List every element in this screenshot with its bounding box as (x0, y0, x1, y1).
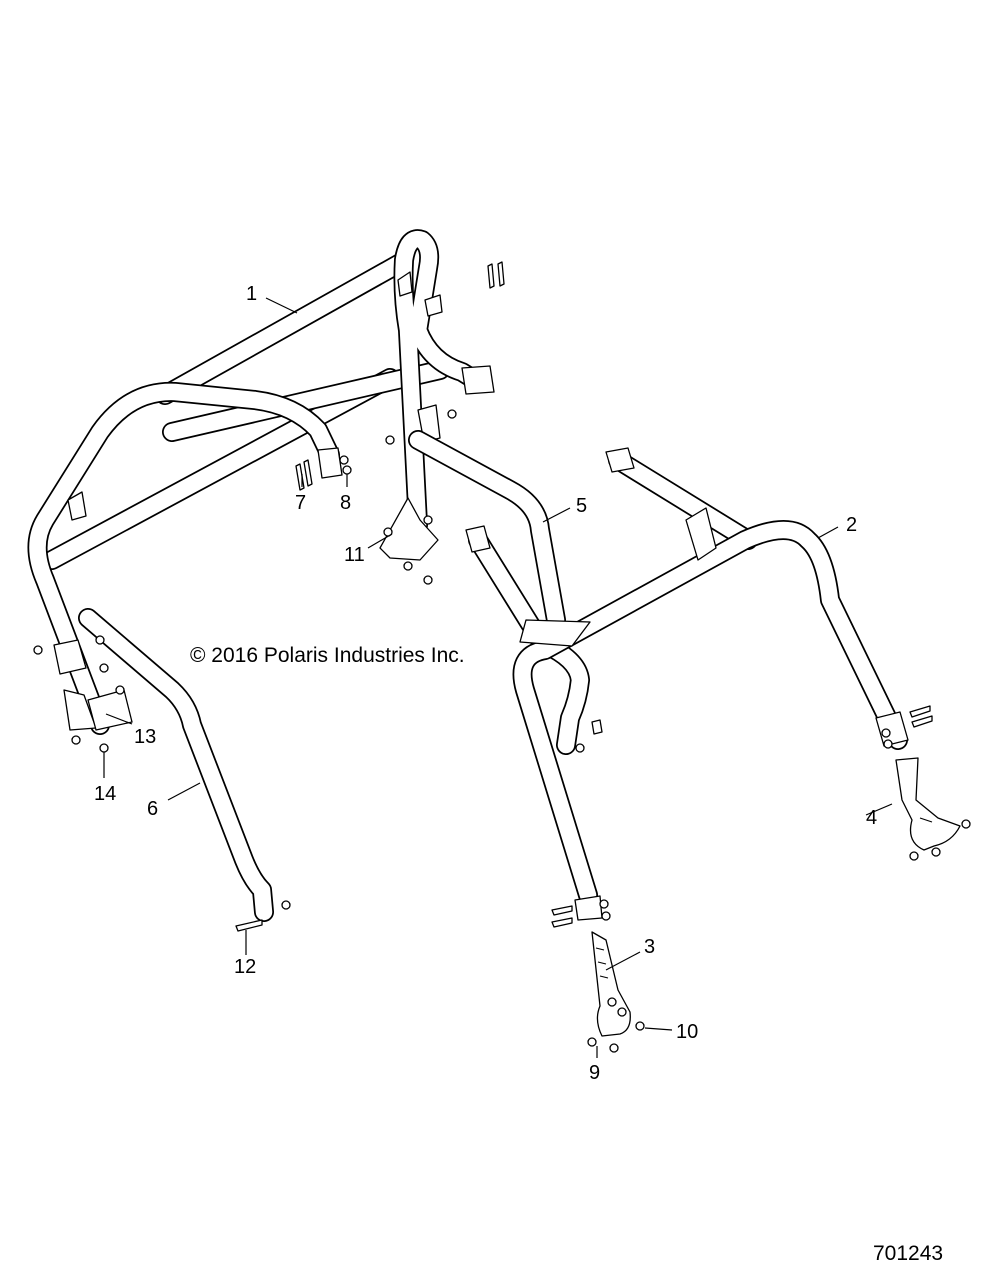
callout-7: 7 (295, 492, 306, 514)
part-3-mount-bracket (591, 931, 631, 1037)
callout-5: 5 (576, 495, 587, 517)
hardware-group (33, 261, 971, 1053)
callout-3: 3 (644, 936, 655, 958)
leader-lines (103, 297, 893, 1058)
part-1-front-cage (27, 229, 495, 735)
copyright-notice: © 2016 Polaris Industries Inc. (190, 644, 465, 667)
callout-13: 13 (134, 726, 156, 748)
callout-1: 1 (246, 283, 257, 305)
callout-labels: 1 2 3 4 5 6 7 8 9 10 11 12 13 14 (94, 283, 877, 1084)
part-4-mount-bracket (895, 757, 961, 851)
callout-11: 11 (344, 544, 365, 566)
callout-8: 8 (340, 492, 351, 514)
callout-2: 2 (846, 514, 857, 536)
callout-6: 6 (147, 798, 158, 820)
part-2-rear-cage (465, 447, 909, 921)
callout-9: 9 (589, 1062, 600, 1084)
document-number: 701243 (873, 1242, 943, 1265)
part-6-side-brace (78, 608, 274, 922)
part-5-brace (408, 430, 590, 755)
callout-4: 4 (866, 807, 877, 829)
callout-10: 10 (676, 1021, 698, 1043)
callout-12: 12 (234, 956, 256, 978)
callout-14: 14 (94, 783, 116, 805)
